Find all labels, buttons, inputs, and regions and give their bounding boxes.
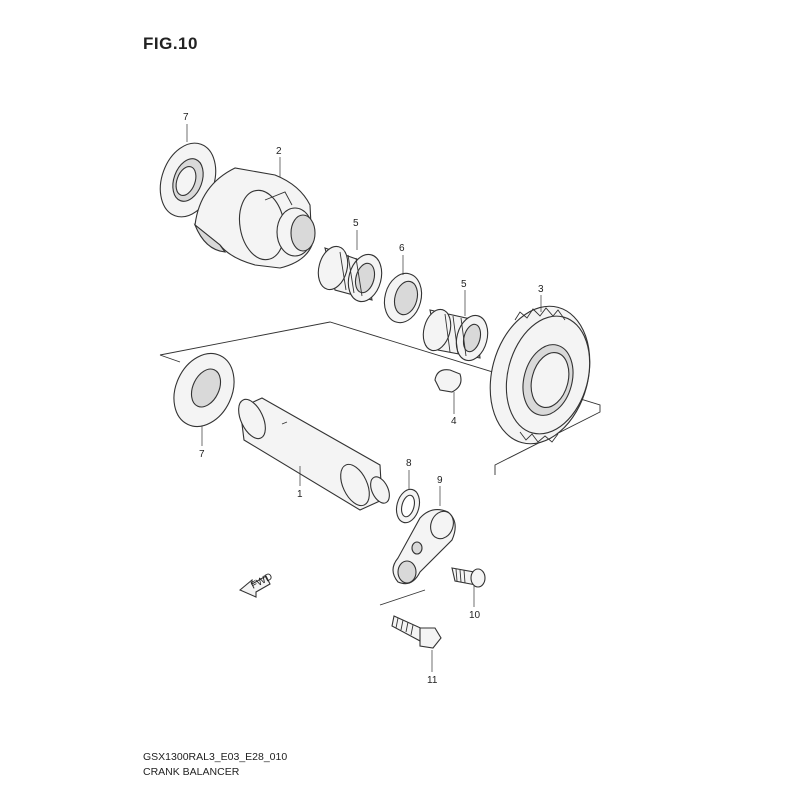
callout-3: 3 [538, 284, 544, 295]
callout-5-lower: 5 [461, 279, 467, 290]
figure-name: CRANK BALANCER [143, 766, 240, 778]
callout-labels: 7 2 5 6 5 3 4 7 1 8 9 10 11 [183, 112, 544, 686]
part-balancer-lever [392, 509, 456, 585]
part-balancer-weight [193, 167, 316, 269]
callout-2: 2 [276, 146, 282, 157]
part-balancer-driven-gear [489, 305, 591, 445]
callout-7-top: 7 [183, 112, 189, 123]
callout-4: 4 [451, 416, 457, 427]
part-balancer-shaft [238, 397, 390, 511]
part-circlip [395, 488, 421, 524]
callout-7-lower: 7 [199, 449, 205, 460]
callout-6: 6 [399, 243, 405, 254]
part-bolt-long [391, 615, 442, 649]
part-needle-bearing-upper [317, 245, 383, 303]
part-needle-bearing-lower [422, 308, 489, 362]
figure-title: FIG.10 [143, 34, 198, 53]
callout-9: 9 [437, 475, 443, 486]
forward-direction-icon: FWD [238, 571, 275, 598]
figure-code: GSX1300RAL3_E03_E28_010 [143, 751, 288, 763]
callout-11: 11 [427, 675, 438, 686]
callout-10: 10 [469, 610, 481, 621]
callout-1: 1 [297, 489, 303, 500]
part-washer-lower [173, 353, 235, 427]
part-bolt-short [451, 567, 486, 588]
assembly-boundary [159, 321, 601, 606]
callout-8: 8 [406, 458, 412, 469]
part-key [434, 369, 462, 393]
part-oil-seal-top [159, 142, 217, 218]
part-spacer [383, 272, 423, 324]
leader-lines [186, 124, 542, 672]
callout-5-upper: 5 [353, 218, 359, 229]
